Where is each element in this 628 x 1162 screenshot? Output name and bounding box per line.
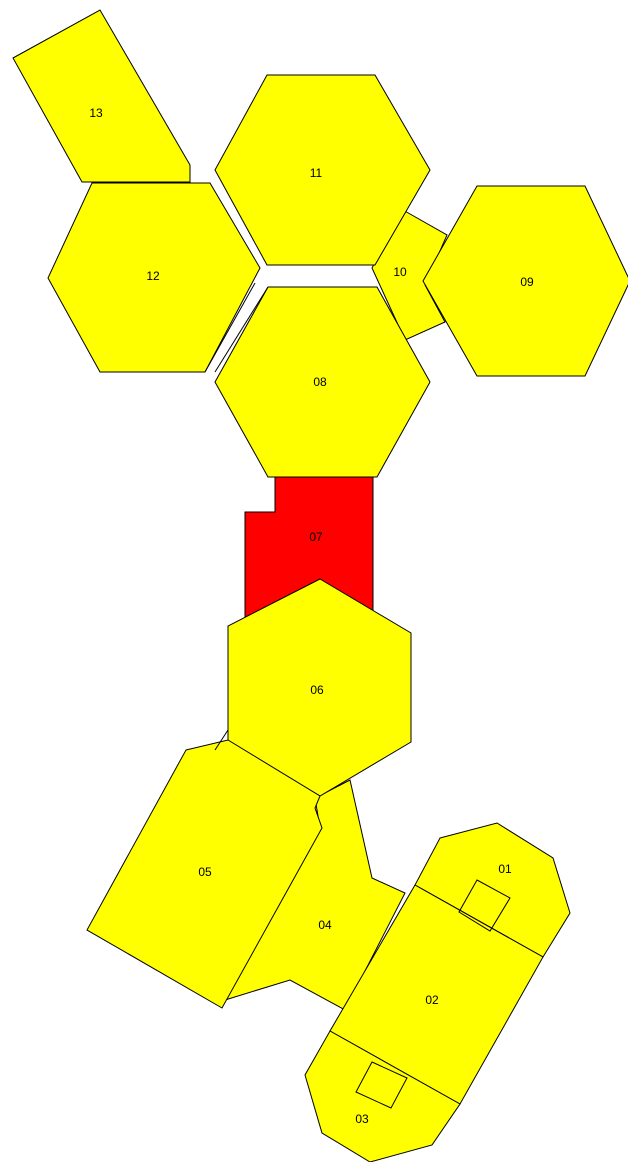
cell-04-label: 04 [318, 918, 332, 932]
cell-07-label: 07 [309, 530, 323, 544]
cell-02-label: 02 [425, 993, 439, 1007]
cell-09-shape[interactable] [422, 185, 628, 377]
cell-03-shape[interactable] [304, 1030, 461, 1162]
inner-box-01 [458, 879, 511, 932]
cell-13-label: 13 [89, 106, 103, 120]
cell-06-label: 06 [310, 683, 324, 697]
cell-11-shape[interactable] [214, 74, 431, 266]
cell-08-label: 08 [313, 375, 327, 389]
cell-10-label: 10 [393, 265, 407, 279]
connector-line [204, 282, 256, 373]
cell-12-label: 12 [146, 269, 160, 283]
cell-10-shape[interactable] [371, 209, 448, 341]
cell-08-shape[interactable] [214, 286, 431, 478]
connector-line [214, 729, 229, 751]
inner-box-03 [355, 1061, 408, 1109]
cell-11-label: 11 [310, 166, 323, 180]
connector-line [214, 286, 269, 373]
cell-09-label: 09 [520, 275, 534, 289]
cell-05-shape[interactable] [86, 739, 323, 1009]
cell-03-label: 03 [355, 1112, 369, 1126]
cell-05-label: 05 [198, 865, 212, 879]
cell-01-label: 01 [498, 862, 512, 876]
cell-13-shape[interactable] [12, 9, 191, 183]
